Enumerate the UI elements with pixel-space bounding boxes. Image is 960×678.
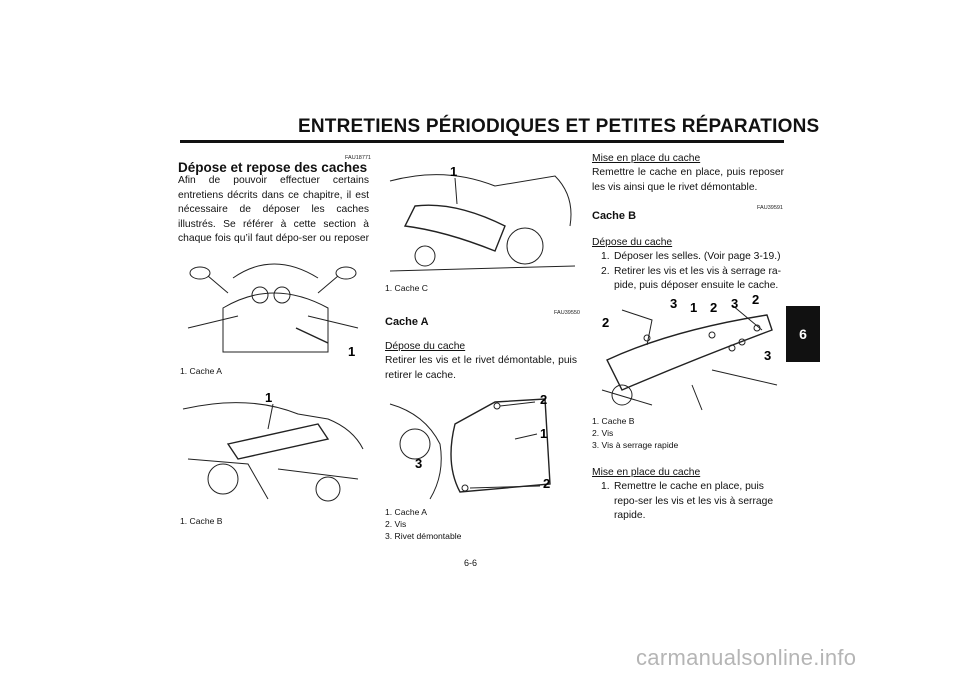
motorcycle-rear-illustration: 1 [389,164,576,272]
footer-watermark: carmanualsonline.info [636,645,857,670]
figure-cache-a-detail: 2 1 3 2 [385,384,578,502]
figure-caption: 1. Cache A [180,366,223,376]
motorcycle-handlebar-illustration: 1 [187,263,359,359]
figure-caption-list: 1. Cache B 2. Vis 3. Vis à serrage rapid… [592,416,678,451]
section-heading: Dépose et repose des caches [178,160,368,175]
caption-line: 2. Vis [592,427,614,438]
callout-label: 3 [731,296,738,311]
callout-label: 1 [450,164,457,179]
cache-b-detail-illustration: 2 3 1 2 3 2 3 [601,292,778,411]
callout-label: 1 [690,300,697,315]
figure-caption-list: 1. Cache A 2. Vis 3. Rivet démontable [385,507,461,542]
callout-label: 1 [265,390,272,405]
list-item: 1.Déposer les selles. (Voir page 3-19.) [601,251,781,262]
caption-line: 2. Vis [385,518,407,529]
removal-text: Retirer les vis et le rivet démontable, … [385,355,577,381]
caption-line: 1. Cache A [385,507,428,517]
header-rule [180,140,784,143]
reference-code: FAU18771 [345,155,371,161]
figure-caption: 1. Cache B [180,516,223,526]
cache-a-detail-illustration: 2 1 3 2 [389,392,551,500]
callout-label: 3 [764,348,771,363]
callout-label: 3 [415,456,422,471]
install-text: Remettre le cache en place, puis reposer… [592,167,784,193]
callout-label: 2 [710,300,717,315]
list-item: 1.Remettre le cache en place, puis repo-… [601,481,774,522]
subheading-removal: Dépose du cache [385,341,466,352]
chapter-title: ENTRETIENS PÉRIODIQUES ET PETITES RÉPARA… [298,116,820,137]
chapter-tab: 6 [786,306,820,362]
motorcycle-side-illustration: 1 [182,390,364,502]
caption-line: 1. Cache B [592,416,635,426]
callout-label: 3 [670,296,677,311]
callout-label: 2 [543,476,550,491]
subheading-install: Mise en place du cache [592,153,701,164]
section-heading: Cache B [592,210,637,222]
figure-cache-b: 1 [178,389,368,511]
list-item: 2.Retirer les vis et les vis à serrage r… [601,265,782,292]
callout-label: 2 [602,315,609,330]
callout-label: 1 [348,344,355,359]
callout-label: 2 [540,392,547,407]
figure-cache-c: 1 [385,156,578,278]
figure-caption: 1. Cache C [385,283,428,293]
subheading-install: Mise en place du cache [592,467,701,478]
section-heading: Cache A [385,316,429,328]
reference-code: FAU39550 [554,310,580,316]
install-steps: 1.Remettre le cache en place, puis repo-… [592,480,784,524]
callout-label: 2 [752,292,759,307]
figure-cache-a: 1 [178,248,368,360]
caption-line: 3. Rivet démontable [385,530,462,541]
callout-label: 1 [540,426,547,441]
caption-line: 3. Vis à serrage rapide [592,439,679,450]
page-number: 6-6 [464,558,478,568]
removal-steps: 1.Déposer les selles. (Voir page 3-19.) … [592,250,784,294]
figure-cache-b-detail: 2 3 1 2 3 2 3 [592,290,785,412]
subheading-removal: Dépose du cache [592,237,673,248]
reference-code: FAU39591 [757,205,783,211]
